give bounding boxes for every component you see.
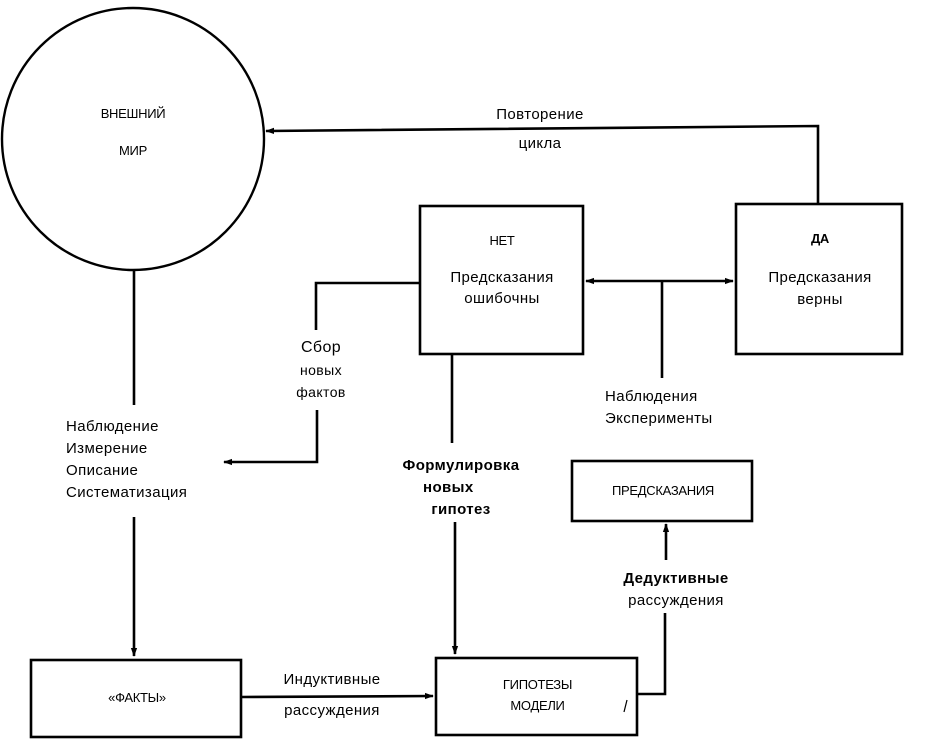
hypotheses-line-2: МОДЕЛИ [510,698,565,713]
observations-line: Наблюдения [605,388,698,405]
inductive-line-1: Индуктивные [283,671,381,688]
collect-facts-line-2: новых [299,362,343,378]
observation-step-2: Измерение [66,440,148,457]
edge-deductive-lower [637,613,667,696]
predictions-wrong-header: НЕТ [489,233,515,248]
predictions-node [570,459,754,523]
deductive-reasoning-label: Дедуктивные рассуждения [606,568,746,612]
formulate-line-1: Формулировка [402,457,520,474]
edge-inductive [240,692,434,700]
inductive-reasoning-label: Индуктивные рассуждения [262,672,402,718]
repeat-cycle-label: Повторение цикла [470,107,610,151]
predictions-wrong-label: НЕТ Предсказания ошибочны [422,234,582,306]
facts-node [29,658,243,739]
deductive-line-2: рассуждения [628,592,724,609]
collect-facts-line-1: Сбор [300,339,342,356]
observation-step-4: Систематизация [66,484,188,501]
formulate-line-2: новых [423,479,474,496]
edge-repeat-cycle [265,124,820,204]
hypotheses-line-1: ГИПОТЕЗЫ [502,677,573,692]
predictions-right-header: ДА [810,231,830,246]
stray-mark [623,699,628,713]
predictions-right-line-2: верны [797,291,843,308]
edge-collect-facts-lower [223,410,319,466]
predictions-label: ПРЕДСКАЗАНИЯ [574,484,752,497]
hypotheses-node [434,656,639,737]
facts-text: «ФАКТЫ» [108,690,166,705]
predictions-wrong-node [418,204,585,356]
formulate-hypotheses-label: Формулировка новых гипотез [386,455,536,521]
edge-collect-facts-upper [314,281,420,330]
external-world-line-2: МИР [119,143,147,158]
predictions-right-label: ДА Предсказания верны [738,232,902,307]
deductive-line-1: Дедуктивные [623,570,729,587]
predictions-right-line-1: Предсказания [768,269,872,286]
predictions-wrong-line-2: ошибочны [464,290,540,307]
predictions-wrong-line-1: Предсказания [450,269,554,286]
collect-facts-label: Сбор новых фактов [276,337,366,403]
observation-steps-label: Наблюдение Измерение Описание Систематиз… [66,416,187,504]
observation-step-1: Наблюдение [66,418,159,435]
facts-label: «ФАКТЫ» [33,691,241,704]
predictions-text: ПРЕДСКАЗАНИЯ [611,483,715,498]
external-world-line-1: ВНЕШНИЙ [100,106,166,121]
formulate-line-3: гипотез [431,501,491,518]
repeat-cycle-line-2: цикла [518,135,562,152]
observations-experiments-label: Наблюдения Эксперименты [605,386,713,430]
experiments-line: Эксперименты [605,410,713,427]
hypotheses-label: ГИПОТЕЗЫ МОДЕЛИ [438,678,637,712]
inductive-line-2: рассуждения [284,702,380,719]
external-world-label: ВНЕШНИЙ МИР [83,107,183,157]
observation-step-3: Описание [66,462,139,479]
repeat-cycle-line-1: Повторение [496,106,584,123]
collect-facts-line-3: фактов [296,384,346,400]
